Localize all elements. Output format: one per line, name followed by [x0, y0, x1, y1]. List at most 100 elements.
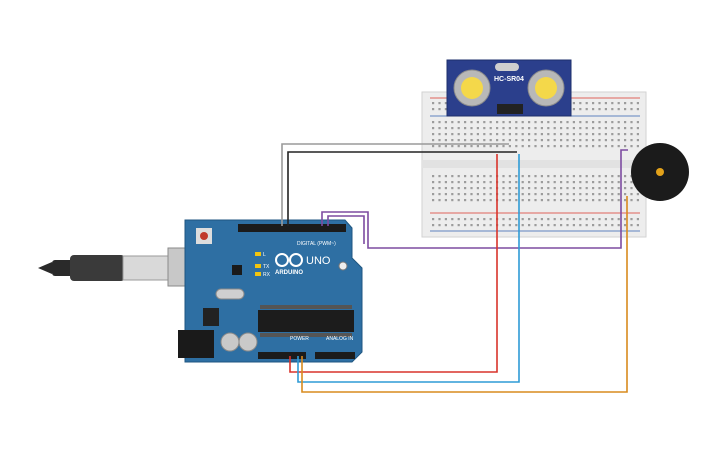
breadboard-hole[interactable]: [438, 145, 441, 148]
breadboard-hole[interactable]: [560, 127, 563, 130]
breadboard-hole[interactable]: [572, 121, 575, 124]
breadboard-hole[interactable]: [464, 218, 467, 221]
usb-cable[interactable]: [38, 247, 211, 287]
arduino-uno-board[interactable]: L TX RX ARDUINO UNO DIGITAL (PWM~) POWER…: [178, 219, 363, 363]
breadboard-hole[interactable]: [444, 121, 447, 124]
breadboard-hole[interactable]: [464, 181, 467, 184]
breadboard-hole[interactable]: [560, 145, 563, 148]
breadboard-hole[interactable]: [457, 187, 460, 190]
breadboard-hole[interactable]: [560, 218, 563, 221]
breadboard-hole[interactable]: [585, 127, 588, 130]
breadboard-hole[interactable]: [636, 139, 639, 142]
wire-orange[interactable]: [301, 196, 628, 393]
breadboard-hole[interactable]: [534, 133, 537, 136]
breadboard-hole[interactable]: [496, 139, 499, 142]
breadboard-hole[interactable]: [496, 127, 499, 130]
breadboard-hole[interactable]: [624, 145, 627, 148]
breadboard-hole[interactable]: [521, 175, 524, 178]
breadboard-hole[interactable]: [598, 181, 601, 184]
breadboard-hole[interactable]: [476, 139, 479, 142]
breadboard-hole[interactable]: [604, 193, 607, 196]
breadboard-hole[interactable]: [521, 187, 524, 190]
breadboard-hole[interactable]: [528, 224, 531, 227]
breadboard-hole[interactable]: [636, 145, 639, 148]
breadboard-hole[interactable]: [604, 187, 607, 190]
breadboard-hole[interactable]: [547, 187, 550, 190]
breadboard-hole[interactable]: [572, 127, 575, 130]
breadboard-hole[interactable]: [444, 102, 447, 105]
breadboard-hole[interactable]: [566, 145, 569, 148]
wire-purple-signal[interactable]: [321, 149, 628, 249]
breadboard-hole[interactable]: [464, 199, 467, 202]
breadboard-hole[interactable]: [617, 133, 620, 136]
breadboard-hole[interactable]: [508, 139, 511, 142]
breadboard-hole[interactable]: [476, 175, 479, 178]
breadboard-hole[interactable]: [636, 121, 639, 124]
breadboard-hole[interactable]: [444, 187, 447, 190]
breadboard-hole[interactable]: [624, 139, 627, 142]
breadboard-hole[interactable]: [585, 108, 588, 111]
breadboard-hole[interactable]: [553, 121, 556, 124]
breadboard-hole[interactable]: [508, 145, 511, 148]
breadboard-hole[interactable]: [515, 139, 518, 142]
breadboard-hole[interactable]: [566, 218, 569, 221]
breadboard-hole[interactable]: [617, 139, 620, 142]
breadboard-hole[interactable]: [624, 199, 627, 202]
breadboard-hole[interactable]: [579, 199, 582, 202]
breadboard-hole[interactable]: [540, 127, 543, 130]
breadboard-hole[interactable]: [432, 127, 435, 130]
breadboard-hole[interactable]: [566, 193, 569, 196]
breadboard-hole[interactable]: [444, 145, 447, 148]
breadboard-hole[interactable]: [483, 145, 486, 148]
breadboard-hole[interactable]: [611, 199, 614, 202]
breadboard-hole[interactable]: [464, 175, 467, 178]
breadboard-hole[interactable]: [624, 121, 627, 124]
breadboard-hole[interactable]: [476, 218, 479, 221]
breadboard-hole[interactable]: [502, 175, 505, 178]
breadboard-hole[interactable]: [560, 175, 563, 178]
breadboard-hole[interactable]: [438, 199, 441, 202]
breadboard-hole[interactable]: [617, 127, 620, 130]
breadboard-hole[interactable]: [547, 218, 550, 221]
breadboard-hole[interactable]: [521, 218, 524, 221]
breadboard-hole[interactable]: [508, 133, 511, 136]
breadboard-hole[interactable]: [624, 218, 627, 221]
breadboard-hole[interactable]: [585, 133, 588, 136]
breadboard-hole[interactable]: [547, 199, 550, 202]
breadboard-hole[interactable]: [611, 187, 614, 190]
breadboard-hole[interactable]: [470, 133, 473, 136]
breadboard-hole[interactable]: [560, 193, 563, 196]
breadboard-hole[interactable]: [598, 121, 601, 124]
breadboard-hole[interactable]: [540, 145, 543, 148]
breadboard-hole[interactable]: [592, 193, 595, 196]
breadboard-hole[interactable]: [572, 102, 575, 105]
breadboard-hole[interactable]: [496, 121, 499, 124]
breadboard-hole[interactable]: [566, 224, 569, 227]
breadboard-hole[interactable]: [560, 133, 563, 136]
breadboard-hole[interactable]: [598, 224, 601, 227]
breadboard-hole[interactable]: [636, 133, 639, 136]
breadboard-hole[interactable]: [508, 127, 511, 130]
breadboard-hole[interactable]: [585, 102, 588, 105]
breadboard-hole[interactable]: [630, 108, 633, 111]
breadboard-hole[interactable]: [502, 139, 505, 142]
breadboard-hole[interactable]: [528, 121, 531, 124]
breadboard-hole[interactable]: [598, 175, 601, 178]
breadboard-hole[interactable]: [553, 187, 556, 190]
breadboard-hole[interactable]: [489, 199, 492, 202]
breadboard-hole[interactable]: [617, 218, 620, 221]
breadboard-hole[interactable]: [528, 199, 531, 202]
breadboard-hole[interactable]: [470, 218, 473, 221]
breadboard-hole[interactable]: [515, 187, 518, 190]
breadboard-hole[interactable]: [483, 175, 486, 178]
reset-button-cap[interactable]: [200, 232, 208, 240]
breadboard-hole[interactable]: [604, 133, 607, 136]
breadboard-hole[interactable]: [636, 193, 639, 196]
hc-sr04-sensor[interactable]: HC-SR04: [446, 59, 572, 117]
breadboard-hole[interactable]: [451, 145, 454, 148]
breadboard-hole[interactable]: [624, 127, 627, 130]
breadboard-hole[interactable]: [572, 145, 575, 148]
breadboard-hole[interactable]: [502, 181, 505, 184]
breadboard-hole[interactable]: [617, 193, 620, 196]
breadboard-hole[interactable]: [624, 102, 627, 105]
